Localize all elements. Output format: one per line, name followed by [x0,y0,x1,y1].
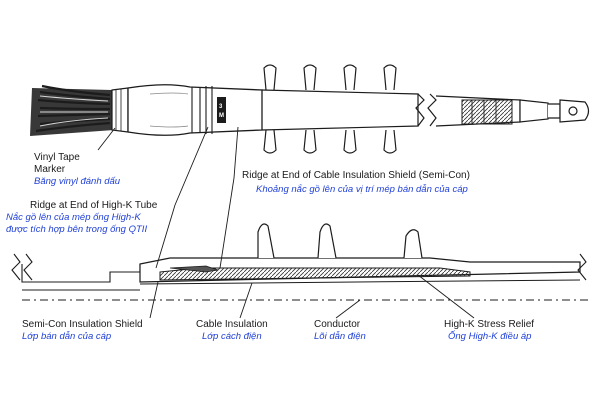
sealing-tape [461,99,513,125]
top-shed-body [261,89,419,131]
cable-insulation-translation: Lớp cách điện [202,331,262,342]
cable-insulation-line [139,279,581,285]
semicon-shield-label: Semi-Con Insulation Shield [22,319,143,330]
collar-rings [191,86,213,134]
cable-outer-left [21,264,141,283]
high-k-ridge-label: Ridge at End of High-K Tube [30,200,158,211]
semicon-ridge-translation: Khoảng nắc gồ lên của vị trí mép bán dẫn… [256,184,468,195]
brand-mark [217,97,226,123]
terminal-lug [519,99,590,123]
svg-text:3: 3 [219,104,223,110]
stress-relief-translation: Ống High-K điều áp [448,331,532,342]
high-k-ridge-translation: Nắc gồ lên của mép ống High-K [6,212,141,223]
semicon-shield-translation: Lớp bán dẫn của cáp [22,331,112,342]
svg-text:M: M [219,113,224,119]
vinyl-tape-label-line2: Marker [34,164,66,175]
skirts-top [263,64,397,154]
vinyl-tape-translation: Băng vinyl đánh dấu [34,176,121,187]
semicon-ridge-label: Ridge at End of Cable Insulation Shield … [242,170,470,181]
break-mark-right [577,253,587,281]
leader-lines [97,126,475,319]
brand-logo-text: 3 M [219,104,224,119]
cable-insulation-label: Cable Insulation [196,319,268,330]
skirts-section [257,223,423,259]
conductor-label: Conductor [314,319,361,330]
stress-relief-label: High-K Stress Relief [444,319,535,330]
vinyl-tape-label: Vinyl Tape [34,152,80,163]
break-mark-left [11,253,33,281]
break-mark-top [415,93,437,127]
vinyl-tape-marker [111,87,129,133]
high-k-ridge-translation-line2: được tích hợp bên trong ống QTII [6,224,148,235]
conductor-translation: Lõi dẫn điện [314,331,366,342]
high-k-ridge [169,265,219,273]
termination-body [127,84,263,136]
